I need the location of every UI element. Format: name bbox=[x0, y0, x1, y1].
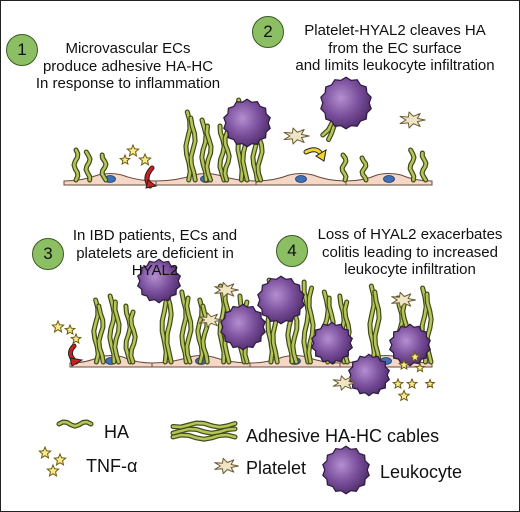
leukocyte-cell bbox=[322, 445, 370, 495]
legend-tnf-label: TNF-α bbox=[86, 456, 138, 476]
ha-strand bbox=[306, 285, 316, 365]
legend-platelet-label: Platelet bbox=[246, 458, 307, 478]
ha-strand bbox=[96, 303, 106, 365]
cell-nucleus bbox=[295, 175, 307, 183]
leukocyte-cell bbox=[320, 76, 372, 130]
step-1-badge: 1 bbox=[6, 34, 38, 66]
platelet bbox=[214, 281, 239, 299]
leukocyte-cell bbox=[310, 321, 354, 365]
platelet bbox=[399, 111, 426, 129]
step-3-badge: 3 bbox=[32, 238, 64, 270]
ha-strand bbox=[222, 129, 232, 183]
platelet bbox=[283, 127, 310, 145]
legend-cables-swatch bbox=[170, 420, 238, 442]
leukocyte-cell bbox=[257, 275, 305, 325]
ha-strand bbox=[407, 147, 417, 183]
step-1-text: Microvascular ECs produce adhesive HA-HC… bbox=[35, 40, 221, 93]
ha-strand bbox=[188, 115, 198, 183]
ha-strand bbox=[339, 152, 349, 183]
tnf-alpha-star bbox=[46, 463, 60, 477]
tnf-alpha-star bbox=[118, 153, 132, 166]
yellow-arrow bbox=[303, 147, 327, 162]
ha-strand bbox=[184, 295, 194, 365]
ha-strand bbox=[179, 289, 189, 365]
tnf-alpha-star bbox=[408, 350, 422, 363]
ha-strand bbox=[217, 123, 227, 183]
platelet bbox=[198, 312, 223, 328]
ha-strand bbox=[419, 150, 429, 183]
step-4-text: Loss of HYAL2 exacerbates colitis leadin… bbox=[317, 226, 503, 279]
tnf-alpha-star bbox=[424, 378, 436, 389]
leukocyte-cell bbox=[347, 353, 391, 397]
tnf-alpha-star bbox=[69, 332, 83, 345]
leukocytes bbox=[136, 76, 432, 495]
leukocyte-cell bbox=[220, 303, 266, 351]
tnf-alpha-star bbox=[397, 358, 411, 371]
platelets bbox=[198, 111, 426, 475]
ha-strand bbox=[112, 299, 122, 365]
tnf-alpha-stars bbox=[38, 143, 436, 477]
tnf-alpha-star bbox=[405, 377, 419, 390]
platelet bbox=[214, 457, 239, 475]
ha-strand bbox=[128, 309, 138, 365]
tnf-alpha-star bbox=[414, 362, 426, 373]
ha-strand bbox=[123, 303, 133, 365]
step-2-badge: 2 bbox=[252, 16, 284, 48]
cell-nucleus bbox=[383, 175, 395, 183]
red-arrow-top bbox=[144, 165, 158, 189]
ha-strand bbox=[301, 279, 311, 365]
red-arrow-bottom bbox=[68, 343, 84, 367]
ha-strand bbox=[99, 152, 109, 183]
legend-ha-label: HA bbox=[104, 422, 130, 442]
tnf-alpha-star bbox=[53, 452, 67, 466]
tnf-alpha-star bbox=[38, 445, 52, 459]
legend-leukocyte-label: Leukocyte bbox=[380, 462, 463, 482]
ha-strand bbox=[359, 155, 369, 183]
tnf-alpha-star bbox=[391, 377, 405, 390]
tnf-alpha-star bbox=[138, 152, 152, 166]
leukocyte-cell bbox=[223, 98, 271, 148]
legend-cables-label: Adhesive HA-HC cables bbox=[246, 426, 440, 446]
tnf-alpha-star bbox=[397, 389, 411, 402]
step-4-badge: 4 bbox=[276, 235, 308, 267]
ha-strand bbox=[71, 147, 81, 183]
ha-strand bbox=[372, 289, 382, 365]
step-3-text: In IBD patients, ECs and platelets are d… bbox=[72, 227, 238, 280]
platelet bbox=[332, 375, 357, 391]
ha-strand bbox=[200, 303, 210, 365]
tnf-alpha-star bbox=[63, 323, 77, 336]
leukocyte-cell bbox=[136, 258, 182, 304]
legend-ha-swatch bbox=[56, 419, 94, 429]
arrows bbox=[68, 147, 327, 367]
platelet bbox=[391, 291, 416, 309]
tnf-alpha-star bbox=[126, 143, 140, 157]
step-2-text: Platelet-HYAL2 cleaves HA from the EC su… bbox=[295, 22, 495, 75]
ha-strand bbox=[204, 123, 214, 183]
tnf-alpha-star bbox=[51, 319, 65, 333]
ha-strand bbox=[83, 149, 93, 183]
